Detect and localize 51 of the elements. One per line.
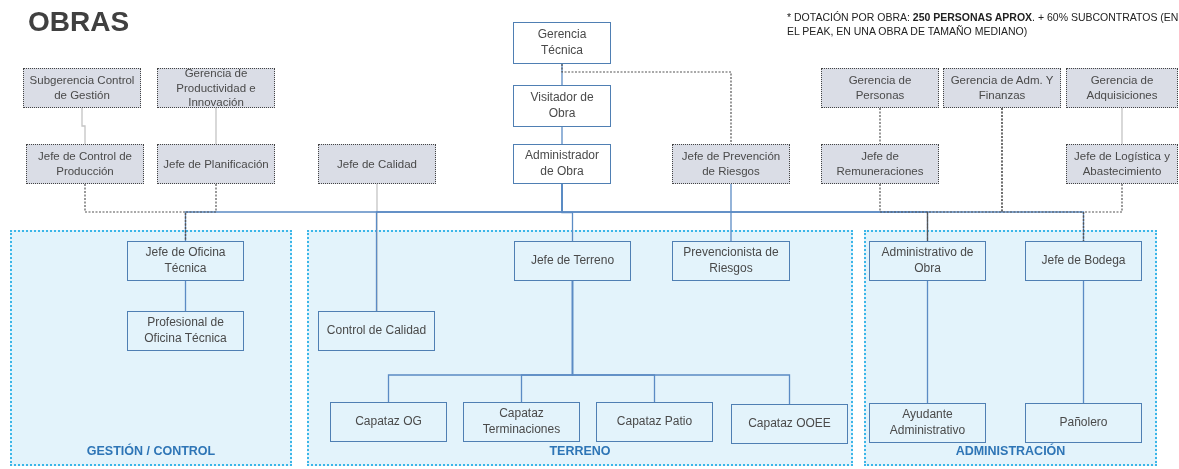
- connector-line: [571, 280, 791, 405]
- group-heading: TERRENO: [549, 444, 611, 458]
- connector-line: [879, 107, 881, 145]
- external-role-box: Jefe de Control de Producción: [26, 144, 144, 184]
- connector-line: [1121, 107, 1123, 145]
- connector-line: [81, 107, 86, 145]
- role-box: Prevencionista de Riesgos: [672, 241, 790, 281]
- role-box: Jefe de Bodega: [1025, 241, 1142, 281]
- group-panel: [864, 230, 1157, 466]
- external-role-box: Subgerencia Control de Gestión: [23, 68, 141, 108]
- role-box: Ayudante Administrativo: [869, 403, 986, 443]
- group-panel: [10, 230, 292, 466]
- external-role-box: Jefe de Logística y Abastecimiento: [1066, 144, 1178, 184]
- external-role-box: Gerencia de Adm. Y Finanzas: [943, 68, 1061, 108]
- role-box: Pañolero: [1025, 403, 1142, 443]
- connector-line: [1082, 183, 1123, 242]
- role-box: Capataz Patio: [596, 402, 713, 442]
- role-box: Jefe de Oficina Técnica: [127, 241, 244, 281]
- group-heading: ADMINISTRACIÓN: [955, 444, 1066, 458]
- external-role-box: Jefe de Prevención de Riesgos: [672, 144, 790, 184]
- role-box: Jefe de Terreno: [514, 241, 631, 281]
- connector-line: [730, 183, 732, 242]
- connector-line: [926, 280, 929, 404]
- role-box: Gerencia Técnica: [513, 22, 611, 64]
- role-box: Profesional de Oficina Técnica: [127, 311, 244, 351]
- connector-line: [879, 183, 929, 242]
- external-role-box: Gerencia de Personas: [821, 68, 939, 108]
- role-box: Capataz OG: [330, 402, 447, 442]
- role-box: Visitador de Obra: [513, 85, 611, 127]
- role-box: Capataz OOEE: [731, 404, 848, 444]
- connector-line: [184, 280, 187, 312]
- role-box: Administrador de Obra: [513, 144, 611, 184]
- role-box: Capataz Terminaciones: [463, 402, 580, 442]
- connector-line: [376, 183, 378, 312]
- external-role-box: Jefe de Remuneraciones: [821, 144, 939, 184]
- connector-line: [215, 107, 217, 145]
- role-box: Administrativo de Obra: [869, 241, 986, 281]
- group-panel: [307, 230, 853, 466]
- note-text: * DOTACIÓN POR OBRA: 250 PERSONAS APROX. + 60% SUBCONTRATOS (EN EL PEAK, EN UNA OBRA DE TAMAÑO MEDIANO): [787, 10, 1179, 39]
- external-role-box: Jefe de Planificación: [157, 144, 275, 184]
- connector-line: [561, 126, 563, 145]
- connector-line: [184, 183, 217, 242]
- external-role-box: Jefe de Calidad: [318, 144, 436, 184]
- group-heading: GESTIÓN / CONTROL: [86, 444, 216, 458]
- external-role-box: Gerencia de Adquisiciones: [1066, 68, 1178, 108]
- external-role-box: Gerencia de Productividad e Innovación: [157, 68, 275, 108]
- connector-line: [561, 63, 563, 86]
- connector-line: [561, 63, 732, 145]
- role-box: Control de Calidad: [318, 311, 435, 351]
- title: OBRAS: [28, 6, 130, 38]
- connector-line: [1082, 280, 1085, 404]
